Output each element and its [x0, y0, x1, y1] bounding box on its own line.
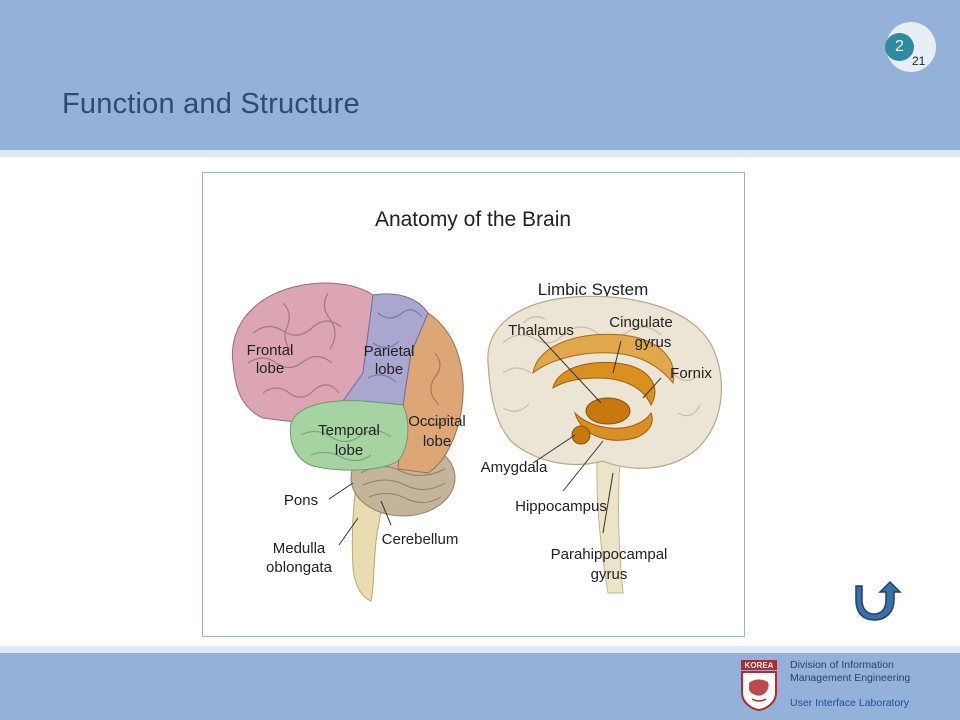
- page-number: 21: [912, 54, 926, 68]
- thalamus: [585, 397, 631, 425]
- label-thalamus: Thalamus: [508, 322, 574, 339]
- header-divider: [0, 150, 960, 157]
- footer-divider: [0, 646, 960, 653]
- label-parietal: Parietal: [364, 343, 415, 360]
- amygdala: [571, 425, 591, 445]
- org-line-2: Management Engineering: [790, 672, 911, 684]
- organization-name: Division of Information Management Engin…: [790, 659, 950, 685]
- org-line-1: Division of Information: [790, 659, 894, 671]
- section-number-badge: 2: [885, 33, 914, 61]
- label-hippocampus: Hippocampus: [515, 498, 607, 515]
- medial-brain-outline: [487, 295, 723, 469]
- brain-anatomy-figure: Anatomy of the Brain: [202, 172, 745, 637]
- label-amygdala: Amygdala: [481, 459, 548, 476]
- label-frontal: Frontal: [247, 342, 294, 359]
- fornix: [552, 361, 656, 407]
- brain-lateral-view: [231, 282, 464, 602]
- frontal-lobe: [231, 282, 374, 424]
- label-parahippocampal-2: gyrus: [591, 566, 628, 583]
- brain-medial-view: [487, 295, 723, 594]
- occipital-lobe: [397, 312, 464, 474]
- label-frontal-2: lobe: [256, 360, 284, 377]
- university-crest-icon: KOREA: [740, 659, 778, 712]
- header-band: [0, 0, 960, 150]
- footer-band: [0, 653, 960, 720]
- back-button[interactable]: [852, 580, 904, 622]
- label-temporal-2: lobe: [335, 442, 363, 459]
- label-cerebellum: Cerebellum: [382, 531, 459, 548]
- label-occipital-2: lobe: [423, 433, 451, 450]
- medial-brainstem: [596, 442, 624, 594]
- label-pons: Pons: [284, 492, 318, 509]
- lab-name: User Interface Laboratory: [790, 697, 910, 709]
- label-parahippocampal: Parahippocampal: [551, 546, 668, 563]
- limbic-title: Limbic System: [538, 280, 649, 299]
- left-labels: Frontal lobe Parietal lobe Occipital lob…: [247, 342, 466, 576]
- figure-title: Anatomy of the Brain: [375, 208, 571, 231]
- cingulate-gyrus: [532, 333, 675, 385]
- label-fornix: Fornix: [670, 365, 712, 382]
- label-cingulate: Cingulate: [609, 314, 672, 331]
- label-parietal-2: lobe: [375, 361, 403, 378]
- label-occipital: Occipital: [408, 413, 466, 430]
- label-temporal: Temporal: [318, 422, 380, 439]
- label-cingulate-2: gyrus: [635, 334, 672, 351]
- right-labels: Thalamus Cingulate gyrus Fornix Amygdala…: [481, 314, 713, 583]
- label-medulla-2: oblongata: [266, 559, 333, 576]
- slide-title: Function and Structure: [62, 88, 360, 120]
- label-medulla: Medulla: [273, 540, 326, 557]
- logo-text: KOREA: [745, 661, 774, 670]
- return-arrow-icon: [855, 580, 902, 621]
- hippocampus: [574, 411, 653, 441]
